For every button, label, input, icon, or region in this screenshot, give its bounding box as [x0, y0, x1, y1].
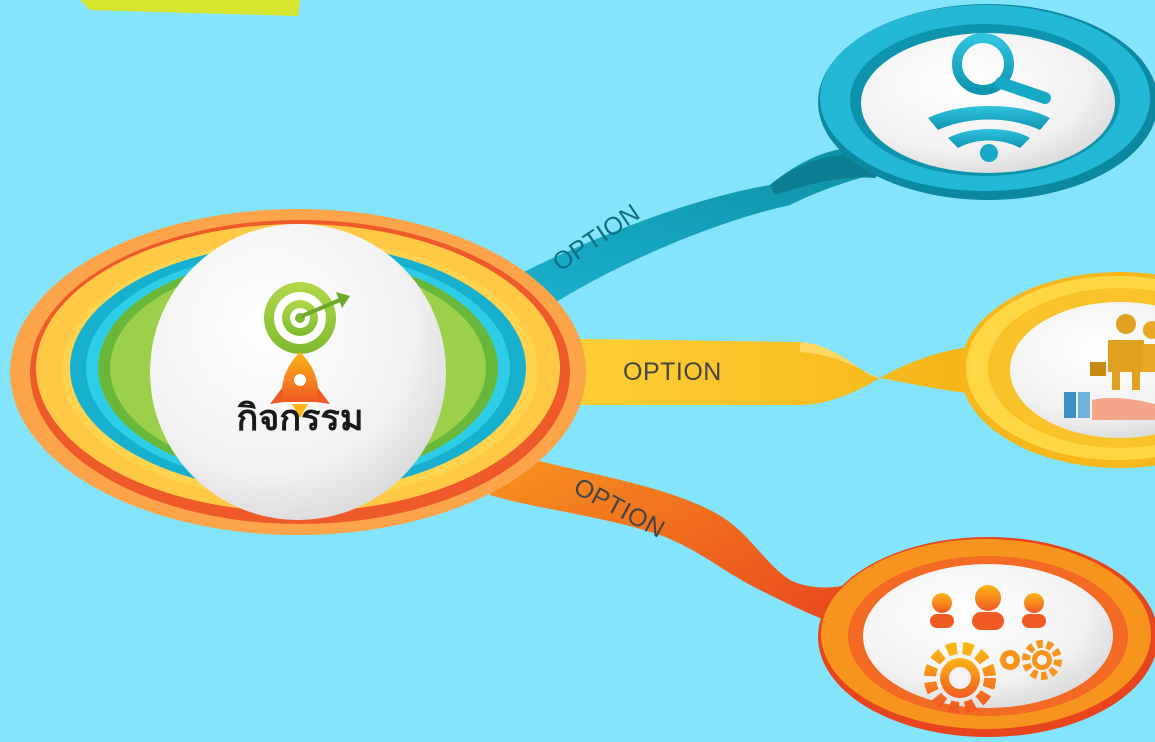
rocket-icon: [270, 352, 330, 418]
center-node[interactable]: กิจกรรม: [7, 82, 590, 662]
corner-accent-shape: [80, 0, 300, 16]
branch-label-middle: OPTION: [623, 358, 722, 386]
node-middle[interactable]: [960, 272, 1155, 468]
branch-connector-middle: [520, 338, 1000, 405]
node-top[interactable]: [818, 0, 1155, 272]
wifi-icon: [928, 106, 1050, 162]
node-bottom[interactable]: [818, 537, 1155, 737]
center-title: กิจกรรม: [236, 398, 363, 439]
target-icon: [264, 282, 350, 354]
gears-icon: [924, 640, 1062, 714]
branch-connector-bottom: [490, 450, 860, 630]
search-icon: [952, 33, 1051, 104]
business-people-icon: [1090, 314, 1155, 390]
handshake-icon: [1064, 392, 1155, 420]
team-icon: [930, 585, 1046, 630]
